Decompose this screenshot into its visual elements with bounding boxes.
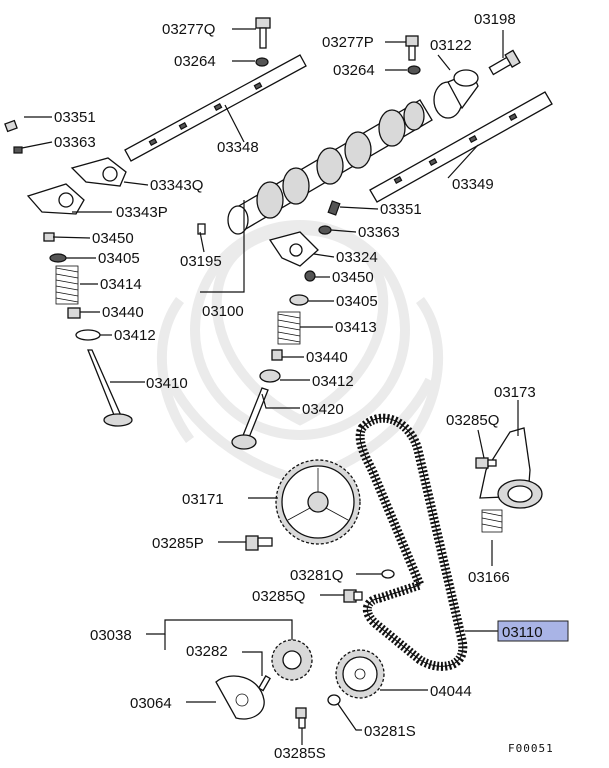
part-03195-key-drawing	[197, 223, 206, 235]
highlight-box-03110	[497, 620, 569, 642]
label-03264-a[interactable]: 03264	[174, 53, 216, 70]
label-03351-b[interactable]: 03351	[380, 201, 422, 218]
tensioner-03173-drawing	[479, 427, 543, 509]
crank-sprocket-03038-drawing	[271, 639, 313, 681]
label-03110[interactable]: 03110	[502, 624, 543, 641]
spring-03414-drawing	[55, 265, 79, 305]
label-03412-a[interactable]: 03412	[114, 327, 156, 344]
label-03171[interactable]: 03171	[182, 491, 224, 508]
washer-03281Q-drawing	[381, 569, 395, 579]
label-03285S[interactable]: 03285S	[274, 745, 326, 762]
label-03450-a[interactable]: 03450	[92, 230, 134, 247]
label-03198[interactable]: 03198	[474, 11, 516, 28]
label-03343Q[interactable]: 03343Q	[150, 177, 203, 194]
label-03414[interactable]: 03414	[100, 276, 142, 293]
label-03281Q[interactable]: 03281Q	[290, 567, 343, 584]
label-03064[interactable]: 03064	[130, 695, 172, 712]
part-03450-cap-drawing	[43, 232, 55, 242]
rocker-arm-03343P-drawing	[26, 183, 85, 215]
label-03348[interactable]: 03348	[217, 139, 259, 156]
timing-belt-03110-drawing	[355, 413, 468, 671]
label-03173[interactable]: 03173	[494, 384, 536, 401]
label-03264-b[interactable]: 03264	[333, 62, 375, 79]
part-03122-drawing	[433, 69, 479, 119]
spring-03413-drawing	[277, 311, 301, 345]
part-03264b-washer-drawing	[407, 65, 421, 75]
label-03277Q[interactable]: 03277Q	[162, 21, 215, 38]
part-03363-drawing	[13, 146, 23, 154]
label-03277P[interactable]: 03277P	[322, 34, 374, 51]
label-03349[interactable]: 03349	[452, 176, 494, 193]
part-03440b-seal-drawing	[271, 349, 283, 361]
bolt-03285P-drawing	[245, 535, 273, 551]
label-03282[interactable]: 03282	[186, 643, 228, 660]
part-03363b-drawing	[318, 225, 332, 235]
label-03343P[interactable]: 03343P	[116, 204, 168, 221]
rocker-shaft-03348-drawing	[124, 54, 307, 162]
rocker-arm-03343Q-drawing	[70, 157, 127, 187]
bolt-03285Q-a-drawing	[475, 457, 497, 469]
label-03450-b[interactable]: 03450	[332, 269, 374, 286]
label-03281S[interactable]: 03281S	[364, 723, 416, 740]
spring-03166-drawing	[481, 509, 503, 533]
label-03285Q-b[interactable]: 03285Q	[252, 588, 305, 605]
label-03324[interactable]: 03324	[336, 249, 378, 266]
bolt-03285S-drawing	[295, 707, 307, 729]
part-03198-bolt-drawing	[488, 49, 521, 76]
footer-code: F00051	[508, 742, 554, 755]
bolt-03285Q-b-drawing	[343, 589, 363, 603]
flange-03064-drawing	[215, 675, 265, 720]
part-03405-seat-drawing	[49, 253, 67, 263]
part-03277P-bolt-drawing	[405, 35, 419, 61]
camshaft-03100-drawing	[227, 99, 433, 235]
label-03420[interactable]: 03420	[302, 401, 344, 418]
part-03440-seal-drawing	[67, 307, 81, 319]
part-03405b-seat-drawing	[289, 294, 309, 306]
part-03351b-pin-drawing	[327, 200, 341, 216]
leader-lines	[21, 28, 519, 745]
label-03285Q-a[interactable]: 03285Q	[446, 412, 499, 429]
label-04044[interactable]: 04044	[430, 683, 472, 700]
rocker-arm-03324-drawing	[268, 231, 319, 267]
part-03412b-retainer-drawing	[259, 369, 281, 383]
label-03100[interactable]: 03100	[202, 303, 244, 320]
valve-03420-drawing	[231, 387, 269, 450]
label-03410[interactable]: 03410	[146, 375, 188, 392]
key-03282-drawing	[257, 675, 271, 692]
part-03412-retainer-drawing	[75, 329, 101, 341]
label-03166[interactable]: 03166	[468, 569, 510, 586]
label-03038[interactable]: 03038	[90, 627, 132, 644]
valve-03410-drawing	[87, 349, 133, 427]
cam-sprocket-03171-drawing	[275, 459, 361, 545]
label-03405-a[interactable]: 03405	[98, 250, 140, 267]
label-03405-b[interactable]: 03405	[336, 293, 378, 310]
rocker-shaft-03349-drawing	[369, 91, 553, 203]
sprocket-04044-drawing	[335, 649, 385, 699]
label-03363-b[interactable]: 03363	[358, 224, 400, 241]
label-03351-a[interactable]: 03351	[54, 109, 96, 126]
label-03413[interactable]: 03413	[335, 319, 377, 336]
label-03122[interactable]: 03122	[430, 37, 472, 54]
part-03450b-cap-drawing	[304, 270, 316, 282]
part-03351-pin-drawing	[4, 119, 18, 133]
label-03440-a[interactable]: 03440	[102, 304, 144, 321]
watermark-emblem	[156, 220, 444, 486]
label-03363-a[interactable]: 03363	[54, 134, 96, 151]
part-03277Q-bolt-drawing	[255, 17, 271, 49]
part-labels: 03277Q 03264 03277P 03198 03264 03122 03…	[54, 11, 554, 762]
label-03285P[interactable]: 03285P	[152, 535, 204, 552]
label-03440-b[interactable]: 03440	[306, 349, 348, 366]
label-03412-b[interactable]: 03412	[312, 373, 354, 390]
label-03195[interactable]: 03195	[180, 253, 222, 270]
washer-03281S-drawing	[327, 694, 341, 706]
part-03264-washer-drawing	[255, 57, 269, 67]
